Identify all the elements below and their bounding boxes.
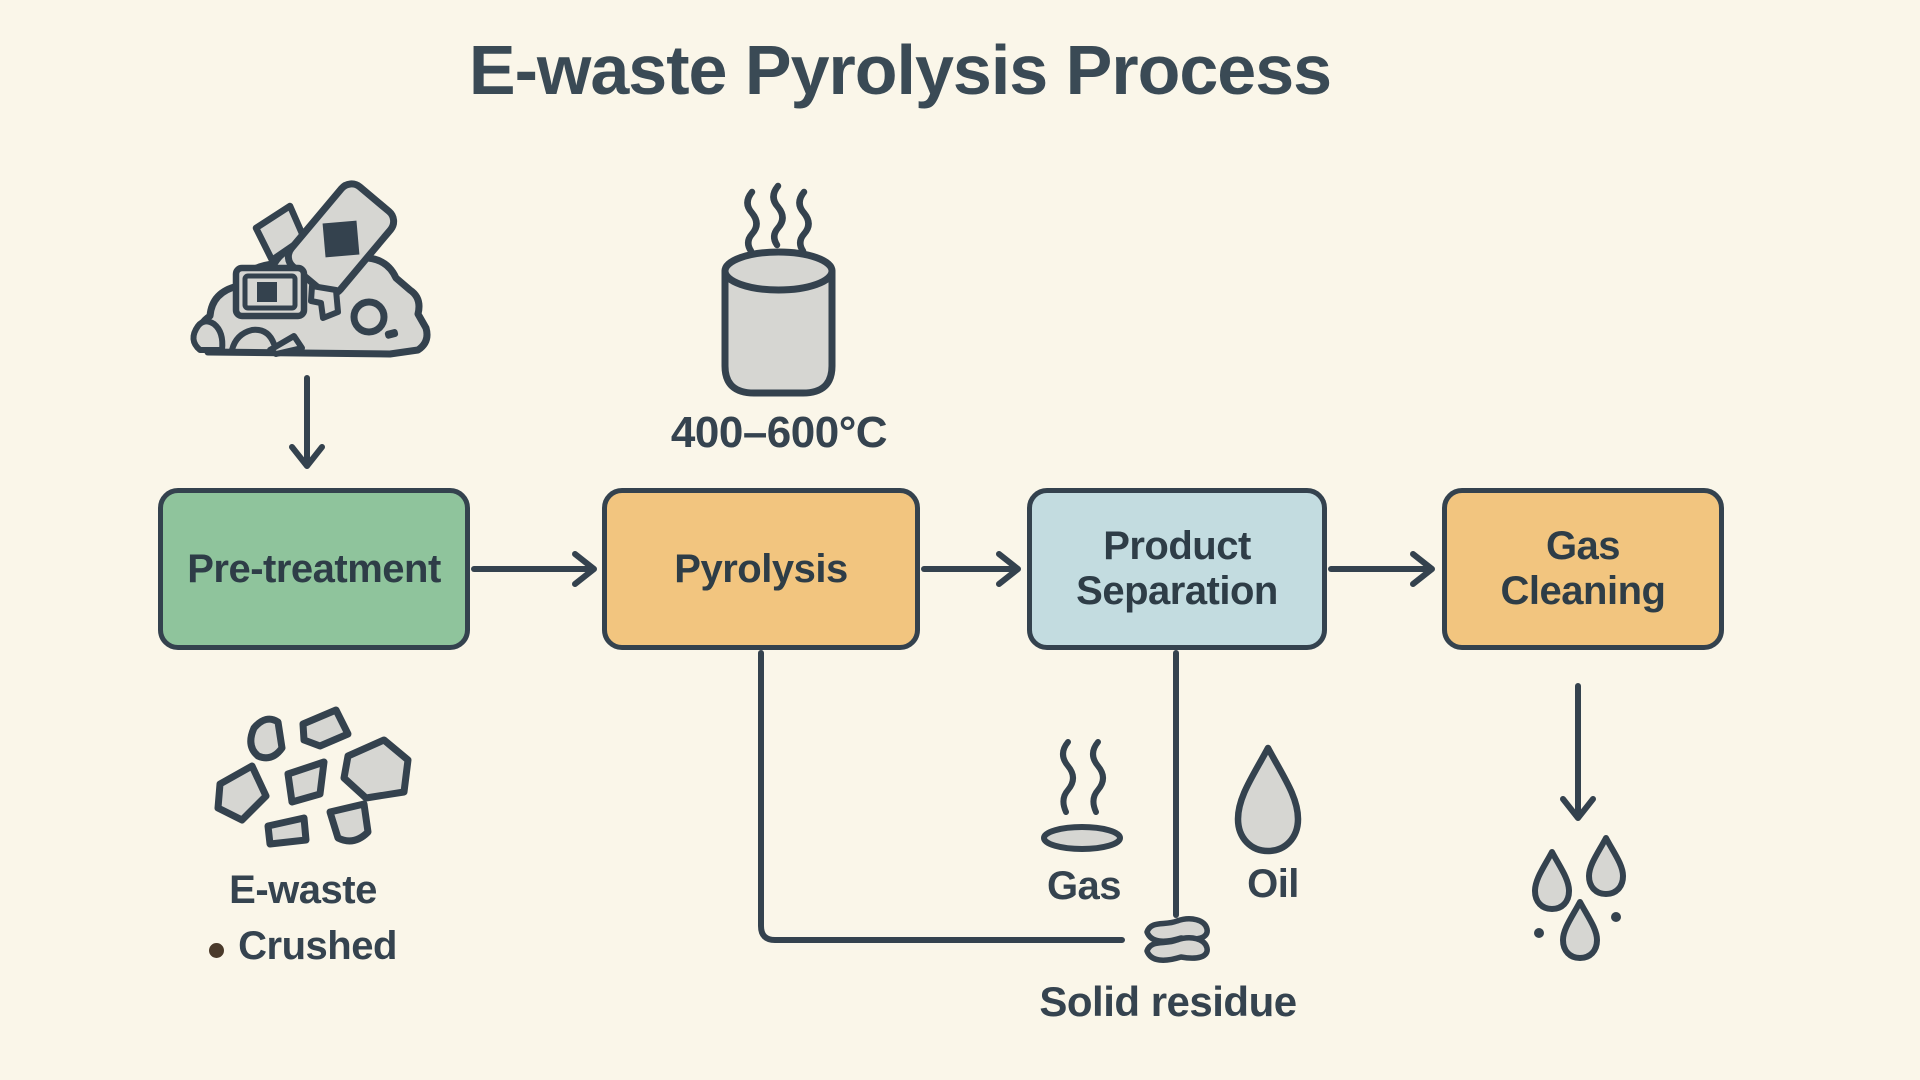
node-product-separation-label: Product Separation xyxy=(1076,524,1278,613)
temperature-label: 400–600°C xyxy=(670,408,888,457)
arrow-cleaning-down xyxy=(1560,683,1596,821)
node-gas-cleaning: Gas Cleaning xyxy=(1442,488,1724,650)
node-pretreatment: Pre-treatment xyxy=(158,488,470,650)
node-pretreatment-label: Pre-treatment xyxy=(187,546,441,591)
line-pyrolysis-to-solid-residue xyxy=(758,650,1125,943)
input-label: E-waste xyxy=(229,868,377,912)
oil-droplet-icon xyxy=(1234,744,1302,855)
node-product-separation: Product Separation xyxy=(1027,488,1327,650)
crushed-pieces-icon xyxy=(214,706,412,848)
node-pyrolysis-label: Pyrolysis xyxy=(674,546,848,591)
gas-steam-icon xyxy=(1041,739,1123,852)
oil-output-label: Oil xyxy=(1247,862,1299,906)
input-state-text: Crushed xyxy=(238,924,397,968)
e-waste-pile-icon xyxy=(190,180,431,358)
arrow-input-down xyxy=(289,375,325,469)
arrow-pyrolysis-to-separation xyxy=(921,551,1021,587)
gas-output-label: Gas xyxy=(1046,864,1122,908)
solid-residue-label: Solid residue xyxy=(1039,978,1297,1025)
node-pyrolysis: Pyrolysis xyxy=(602,488,920,650)
input-state-label: Crushed xyxy=(153,924,453,969)
heated-reactor-icon xyxy=(721,182,836,397)
arrow-pretreatment-to-pyrolysis xyxy=(471,551,597,587)
clean-gas-droplets-icon xyxy=(1532,835,1626,961)
bullet-dot-icon xyxy=(209,943,225,958)
node-gas-cleaning-label: Gas Cleaning xyxy=(1500,524,1666,613)
arrow-separation-to-cleaning xyxy=(1328,551,1435,587)
solid-residue-stack-icon xyxy=(1144,916,1210,963)
page-title: E-waste Pyrolysis Process xyxy=(468,31,1332,109)
